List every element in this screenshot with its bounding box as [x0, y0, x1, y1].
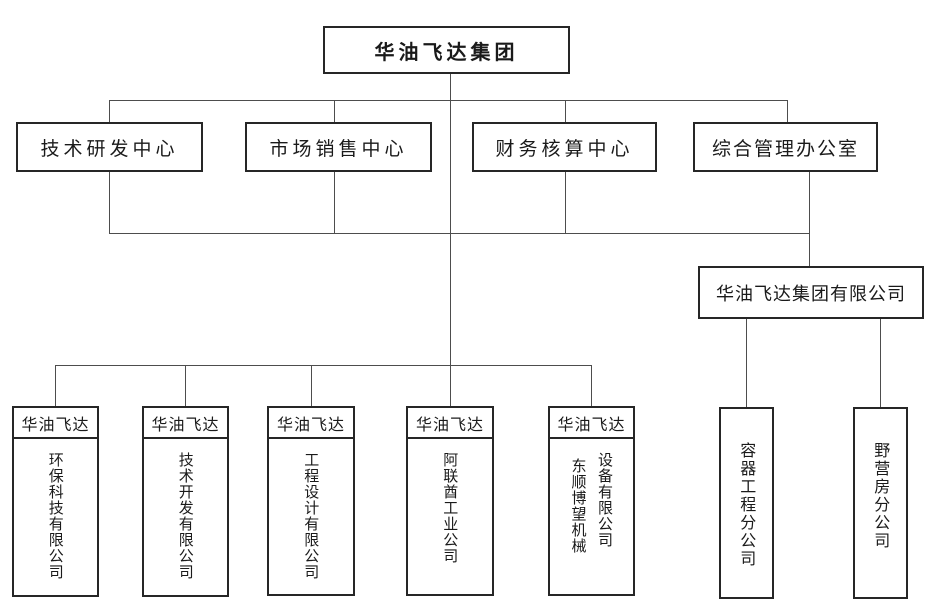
subsidiary-name-machinery-right-column: 设备有限公司 [596, 452, 614, 548]
connector-sub-drop-5 [591, 365, 592, 406]
connector-sub-drop-2 [185, 365, 186, 406]
dept-label-tech-rd: 技术研发中心 [40, 137, 179, 160]
subsidiary-name-environmental: 环保科技有限公司 [46, 452, 65, 580]
subsidiary-body: 技术开发有限公司 [144, 439, 227, 595]
connector-group-drop-container-branch [746, 319, 747, 407]
connector-group-drop-camp-branch [880, 319, 881, 407]
subsidiary-name-machinery-left-column: 东顺博望机械 [569, 458, 588, 554]
dept-label-market-sales: 市场销售中心 [269, 137, 408, 160]
subsidiary-box-tech-development: 华油飞达 技术开发有限公司 [142, 406, 229, 597]
dept-label-admin-office: 综合管理办公室 [711, 137, 859, 160]
subsidiary-box-machinery-equipment: 华油飞达 东顺博望机械 设备有限公司 [548, 406, 635, 596]
dept-box-tech-rd: 技术研发中心 [16, 122, 203, 172]
group-company-box: 华油飞达集团有限公司 [698, 266, 924, 319]
root-label: 华油飞达集团 [374, 39, 519, 64]
branch-box-camp-house: 野营房分公司 [853, 407, 908, 599]
branch-name-camp-house: 野营房分公司 [871, 442, 891, 550]
subsidiary-header: 华油飞达 [269, 408, 353, 439]
connector-root-vertical [450, 74, 451, 406]
connector-market-lower-drop [334, 172, 335, 233]
subsidiary-header: 华油飞达 [144, 408, 227, 439]
subsidiary-box-engineering-design: 华油飞达 工程设计有限公司 [267, 406, 355, 596]
connector-level2-bus [109, 100, 788, 101]
subsidiary-header: 华油飞达 [14, 408, 97, 439]
subsidiary-name-tech-development: 技术开发有限公司 [176, 452, 195, 580]
subsidiary-header: 华油飞达 [408, 408, 492, 439]
connector-bus1-drop-market [334, 100, 335, 122]
root-box: 华油飞达集团 [323, 26, 570, 74]
subsidiary-name-engineering-design: 工程设计有限公司 [302, 452, 321, 580]
group-company-label: 华油飞达集团有限公司 [716, 283, 906, 305]
dept-box-admin-office: 综合管理办公室 [693, 122, 878, 172]
subsidiary-box-uae-industrial: 华油飞达 阿联酋工业公司 [406, 406, 494, 596]
dept-box-market-sales: 市场销售中心 [245, 122, 432, 172]
connector-sub-drop-3 [311, 365, 312, 406]
connector-lower-bus [109, 233, 810, 234]
subsidiary-body: 工程设计有限公司 [269, 439, 353, 594]
subsidiary-header: 华油飞达 [550, 408, 633, 439]
connector-finance-lower-drop [565, 172, 566, 233]
connector-bus1-drop-finance [565, 100, 566, 122]
branch-name-container-engineering: 容器工程分公司 [737, 442, 757, 568]
dept-label-finance: 财务核算中心 [495, 137, 634, 160]
dept-box-finance: 财务核算中心 [472, 122, 657, 172]
connector-subsidiary-bus [55, 365, 592, 366]
subsidiary-body: 东顺博望机械 设备有限公司 [550, 439, 633, 594]
connector-bus1-drop-admin [787, 100, 788, 122]
subsidiary-body: 阿联酋工业公司 [408, 439, 492, 594]
connector-tech-lower-drop [109, 172, 110, 233]
subsidiary-body: 环保科技有限公司 [14, 439, 97, 595]
subsidiary-name-uae-industrial: 阿联酋工业公司 [441, 452, 460, 564]
connector-admin-to-group-company [809, 172, 810, 266]
connector-sub-drop-1 [55, 365, 56, 406]
connector-bus1-drop-tech [109, 100, 110, 122]
subsidiary-box-environmental: 华油飞达 环保科技有限公司 [12, 406, 99, 597]
branch-box-container-engineering: 容器工程分公司 [719, 407, 774, 599]
